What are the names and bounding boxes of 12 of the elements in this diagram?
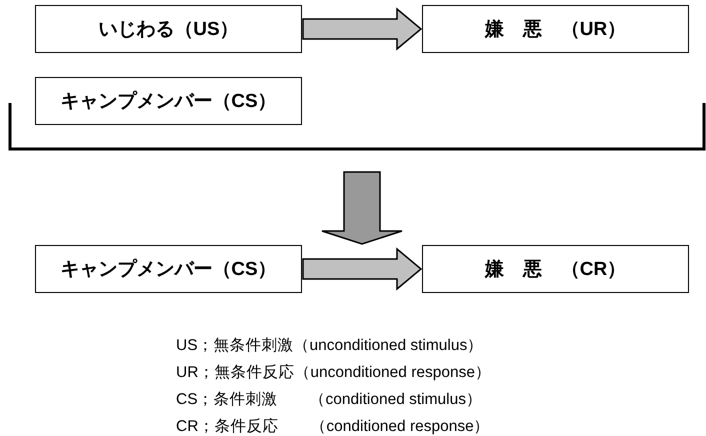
legend-note: CR；条件反応 （conditioned response） xyxy=(176,418,490,436)
legend-note: UR；無条件反応（unconditioned response） xyxy=(176,364,491,382)
block-arrow xyxy=(302,247,422,291)
block-arrow xyxy=(321,171,403,245)
legend-note: US；無条件刺激（unconditioned stimulus） xyxy=(176,337,484,355)
term-box: キャンプメンバー（CS） xyxy=(35,245,302,293)
term-box: いじわる（US） xyxy=(35,5,302,53)
block-arrow xyxy=(302,7,422,51)
term-box: 嫌 悪 （UR） xyxy=(422,5,689,53)
term-box: キャンプメンバー（CS） xyxy=(35,77,302,125)
legend-note: CS；条件刺激 （conditioned stimulus） xyxy=(176,391,482,409)
term-box: 嫌 悪 （CR） xyxy=(422,245,689,293)
